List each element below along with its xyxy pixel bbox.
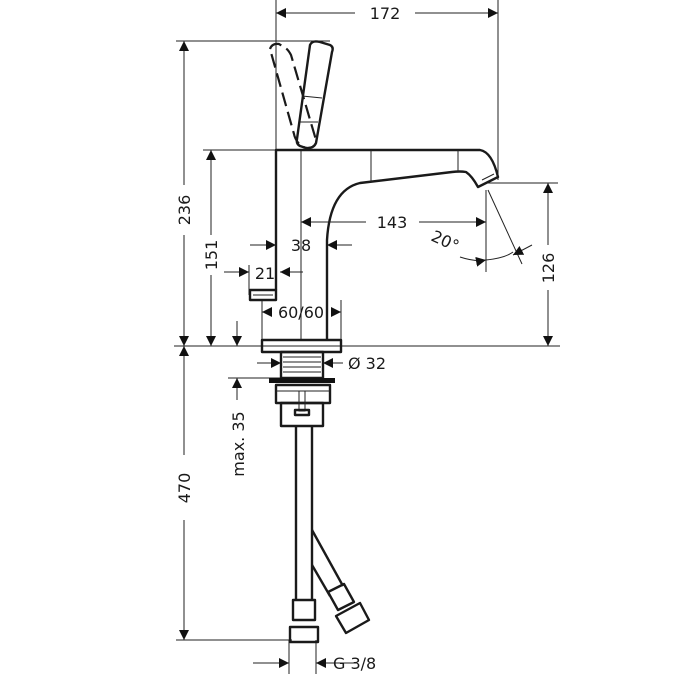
handle-lever [268, 40, 334, 150]
dim-126-label: 126 [539, 253, 558, 284]
hose-nut [288, 625, 320, 644]
hose-fitting [291, 598, 317, 622]
dim-236-label: 236 [175, 195, 194, 226]
dim-60-60-label: 60/60 [278, 303, 324, 322]
fixing-nut [274, 383, 332, 405]
dim-g-3-8-label: G 3/8 [333, 654, 376, 673]
dim-151-label: 151 [202, 240, 221, 271]
dimension-labels: 172 236 151 126 143 38 21 60/60 Ø 32 max… [175, 4, 558, 673]
threaded-shank [279, 350, 325, 380]
dim-20-degree-label: 20° [428, 226, 462, 255]
shank-lower [279, 401, 325, 428]
mounting-parts [260, 338, 343, 428]
faucet-body [248, 148, 500, 340]
dim-diameter-32-label: Ø 32 [348, 354, 386, 373]
dim-172-label: 172 [370, 4, 401, 23]
dim-max-35-label: max. 35 [229, 411, 248, 476]
dim-470-label: 470 [175, 473, 194, 504]
dimension-lines [179, 8, 553, 668]
extension-lines [174, 0, 560, 674]
lever-cartridge [248, 288, 278, 302]
dim-143-label: 143 [377, 213, 408, 232]
washer [269, 378, 335, 383]
dim-38-label: 38 [291, 236, 311, 255]
dim-21-label: 21 [255, 264, 275, 283]
supply-hoses [288, 426, 371, 644]
